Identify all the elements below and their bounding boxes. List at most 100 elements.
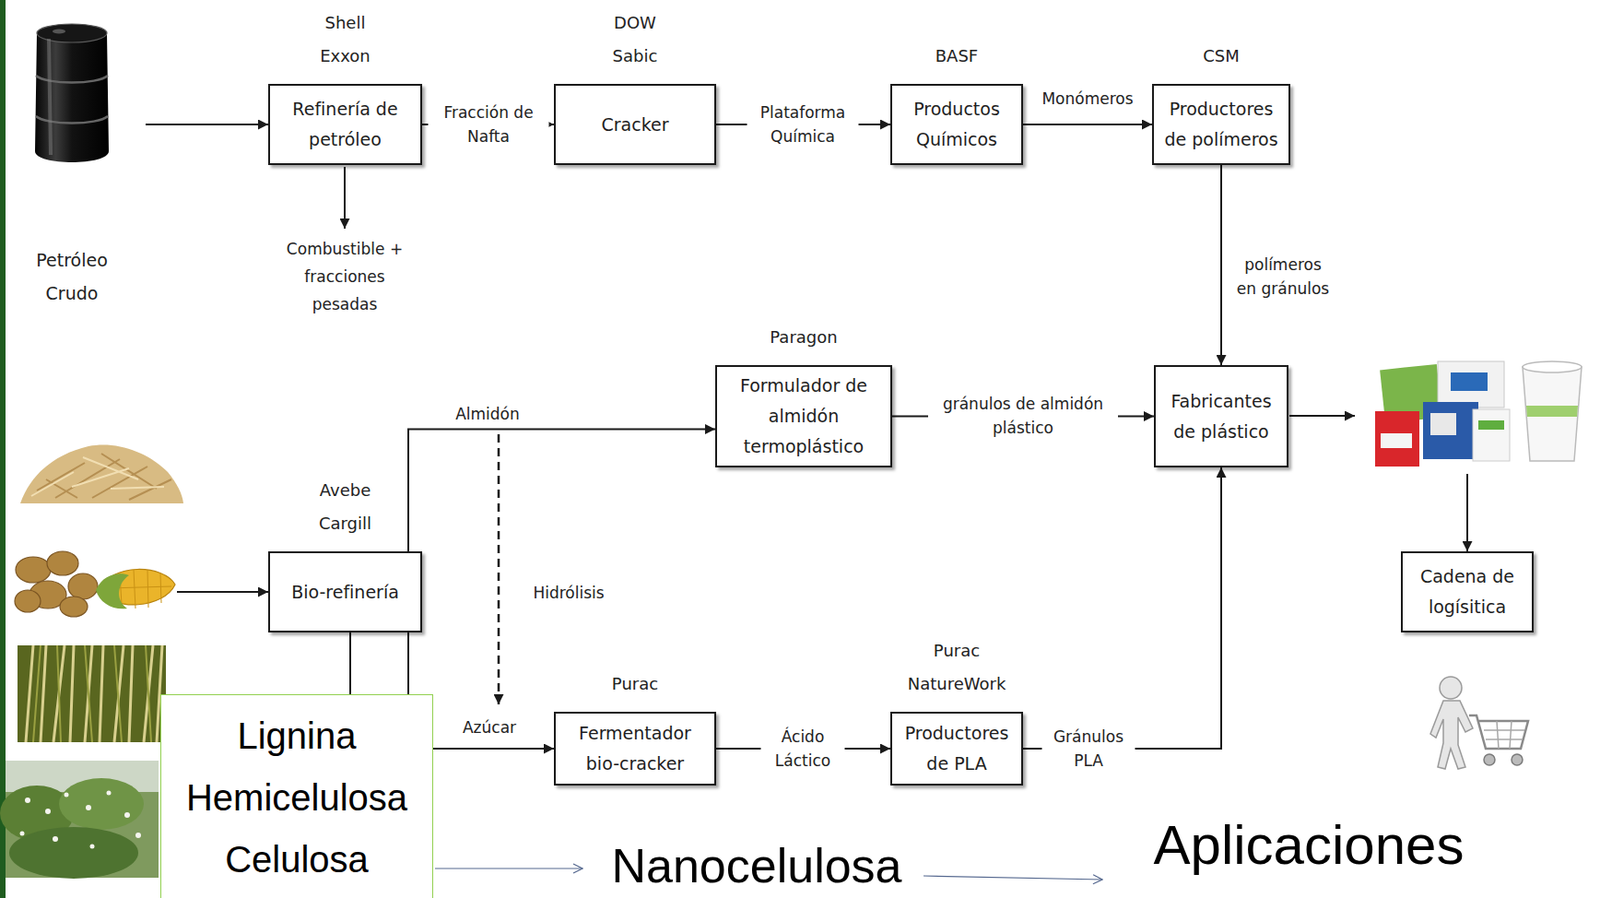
oil-barrel-photo xyxy=(35,24,109,163)
shopping-cart-figure xyxy=(1483,720,1525,749)
process-box: Shell ExxonRefinería de petróleo xyxy=(268,83,423,165)
edge-label: Almidón xyxy=(452,401,523,426)
shrub-photo xyxy=(20,831,25,836)
edge-label: Monómeros xyxy=(1038,86,1136,111)
process-label: Hidrólisis xyxy=(532,578,604,607)
potatoes-photo xyxy=(14,551,98,617)
node-heading: CSM xyxy=(1202,39,1240,73)
source-label: Petróleo Crudo xyxy=(19,243,126,310)
component-name: Hemicelulosa xyxy=(166,776,427,819)
application-arrow xyxy=(923,875,1103,880)
potatoes-photo xyxy=(15,556,51,583)
side-bar xyxy=(0,0,6,898)
plastic-products-photo xyxy=(1522,366,1582,461)
oil-barrel-photo xyxy=(52,29,66,35)
straw-pile-photo xyxy=(31,457,165,496)
flow-arrow xyxy=(145,123,269,126)
application-arrow xyxy=(435,867,583,869)
shopping-cart-figure xyxy=(1430,700,1473,769)
product-label: Nanocelulosa xyxy=(611,839,902,893)
plastic-products-photo xyxy=(1522,361,1582,373)
box-label: Cadena de logísitica xyxy=(1409,561,1526,623)
potatoes-photo xyxy=(59,596,88,617)
process-box: ParagonFormulador de almidón termoplásti… xyxy=(715,364,893,468)
edge-label: gránulos de almidón plástico xyxy=(928,391,1118,440)
output-label: Combustible + fracciones pesadas xyxy=(275,235,414,318)
plastic-products-photo xyxy=(1472,409,1510,461)
plastic-products-photo xyxy=(1478,420,1505,430)
product-label: Aplicaciones xyxy=(1153,814,1465,876)
connector xyxy=(408,429,716,553)
shrub-photo xyxy=(64,792,70,798)
component-name: Celulosa xyxy=(166,837,427,881)
potatoes-photo xyxy=(14,589,41,612)
box-label: Formulador de almidón termoplástico xyxy=(723,370,884,462)
edge-label: Ácido Láctico xyxy=(761,724,846,773)
grass-photo xyxy=(17,645,166,742)
connector xyxy=(1023,123,1153,126)
flow-arrow xyxy=(1289,414,1355,417)
shrub-photo xyxy=(0,760,159,879)
plastic-products-photo xyxy=(1450,372,1488,391)
process-box: CSMProductores de polímeros xyxy=(1152,83,1291,165)
flow-arrow xyxy=(343,166,346,229)
grass-photo xyxy=(25,645,163,742)
corn-photo xyxy=(95,568,176,609)
oil-barrel-photo xyxy=(35,23,109,163)
oil-barrel-photo xyxy=(35,75,108,83)
shrub-photo xyxy=(124,811,130,818)
corn-photo xyxy=(95,573,130,609)
flow-arrow xyxy=(1466,473,1469,552)
shrub-photo xyxy=(52,835,59,842)
box-label: Refinería de petróleo xyxy=(276,94,414,155)
node-heading: Shell Exxon xyxy=(310,6,380,73)
plastic-products-photo xyxy=(1430,412,1457,436)
potatoes-photo xyxy=(47,551,79,576)
plastic-products-photo xyxy=(1526,405,1578,417)
oil-barrel-photo xyxy=(48,38,51,155)
shrub-photo xyxy=(24,797,31,803)
node-heading: Paragon xyxy=(769,320,837,354)
shrub-photo xyxy=(135,832,142,838)
process-box: DOW SabicCracker xyxy=(553,83,717,165)
potatoes-photo xyxy=(68,573,98,600)
process-box: BASFProductos Químicos xyxy=(890,83,1024,165)
plastic-products-photo xyxy=(1380,433,1412,448)
process-box: Avebe CargillBio-refinería xyxy=(268,551,423,633)
oil-barrel-photo xyxy=(35,116,108,124)
plastic-products-photo xyxy=(1375,361,1582,467)
box-label: Fermentador bio-cracker xyxy=(562,717,708,779)
grass-photo xyxy=(33,645,152,742)
shopping-cart-figure xyxy=(1439,676,1462,699)
process-box: Cadena de logísitica xyxy=(1400,551,1534,633)
flow-arrow xyxy=(176,590,269,593)
shopping-cart-figure xyxy=(1430,676,1529,769)
connector xyxy=(1023,467,1222,749)
node-heading: DOW Sabic xyxy=(600,6,671,73)
plastic-products-photo xyxy=(1375,411,1420,467)
shrub-photo xyxy=(9,826,139,879)
plastic-products-photo xyxy=(1423,401,1479,459)
box-label: Productos Químicos xyxy=(898,94,1015,155)
flow-arrow xyxy=(145,124,1468,592)
straw-pile-photo xyxy=(20,444,184,504)
shrub-photo xyxy=(45,808,51,814)
plastic-products-photo xyxy=(1437,361,1505,408)
shrub-photo xyxy=(85,804,92,811)
shrub-photo xyxy=(20,790,142,849)
process-box: Purac NatureWorkProductores de PLA xyxy=(890,711,1024,786)
shrub-photo xyxy=(58,777,144,830)
edge-label: Azúcar xyxy=(459,715,519,740)
process-box: PuracFermentador bio-cracker xyxy=(553,711,717,786)
node-heading: Purac xyxy=(611,667,659,701)
component-name: Lignina xyxy=(166,714,427,757)
node-heading: Purac NatureWork xyxy=(901,634,1012,701)
box-label: Productores de PLA xyxy=(898,717,1015,779)
edge-label: Fracción de Nafta xyxy=(428,100,550,149)
edge-label: Gránulos PLA xyxy=(1042,724,1136,773)
node-heading: BASF xyxy=(935,39,978,73)
shrub-photo xyxy=(106,790,112,796)
edge-label: Plataforma Química xyxy=(747,100,859,149)
component-list-box: LigninaHemicelulosaCelulosa xyxy=(160,694,434,898)
